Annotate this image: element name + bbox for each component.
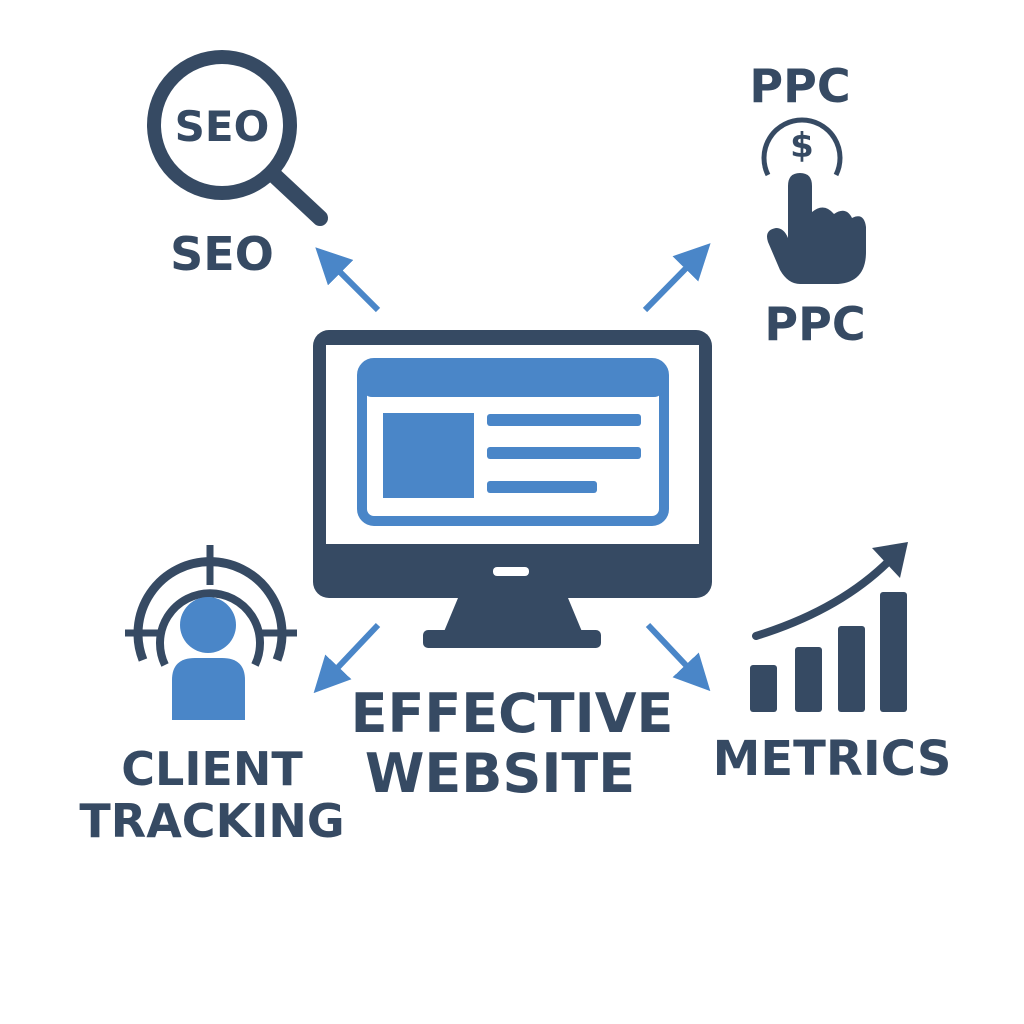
ppc-label: PPC	[764, 297, 865, 351]
arrow-to-seo	[315, 247, 381, 313]
client-tracking-target-user-icon	[125, 545, 297, 720]
metrics-label: METRICS	[713, 731, 952, 787]
arrow-to-ppc	[642, 243, 711, 313]
metrics-bar-chart-growth-icon	[750, 542, 908, 712]
dollar-icon: $	[790, 126, 814, 166]
arrow-to-client-tracking	[313, 622, 381, 694]
client-tracking-line1: CLIENT	[121, 742, 303, 796]
browser-window-icon	[357, 358, 669, 526]
monitor-icon	[313, 330, 712, 648]
center-title-line2: WEBSITE	[365, 742, 635, 805]
client-tracking-line2: TRACKING	[79, 794, 344, 848]
ppc-title: PPC	[749, 59, 850, 113]
seo-icon-text: SEO	[175, 102, 270, 151]
arrow-to-metrics	[645, 622, 711, 692]
ppc-hand-click-dollar-icon: $	[761, 117, 866, 284]
seo-label: SEO	[170, 227, 274, 281]
center-title-line1: EFFECTIVE	[351, 682, 674, 745]
seo-magnifier-icon: SEO	[147, 50, 328, 226]
